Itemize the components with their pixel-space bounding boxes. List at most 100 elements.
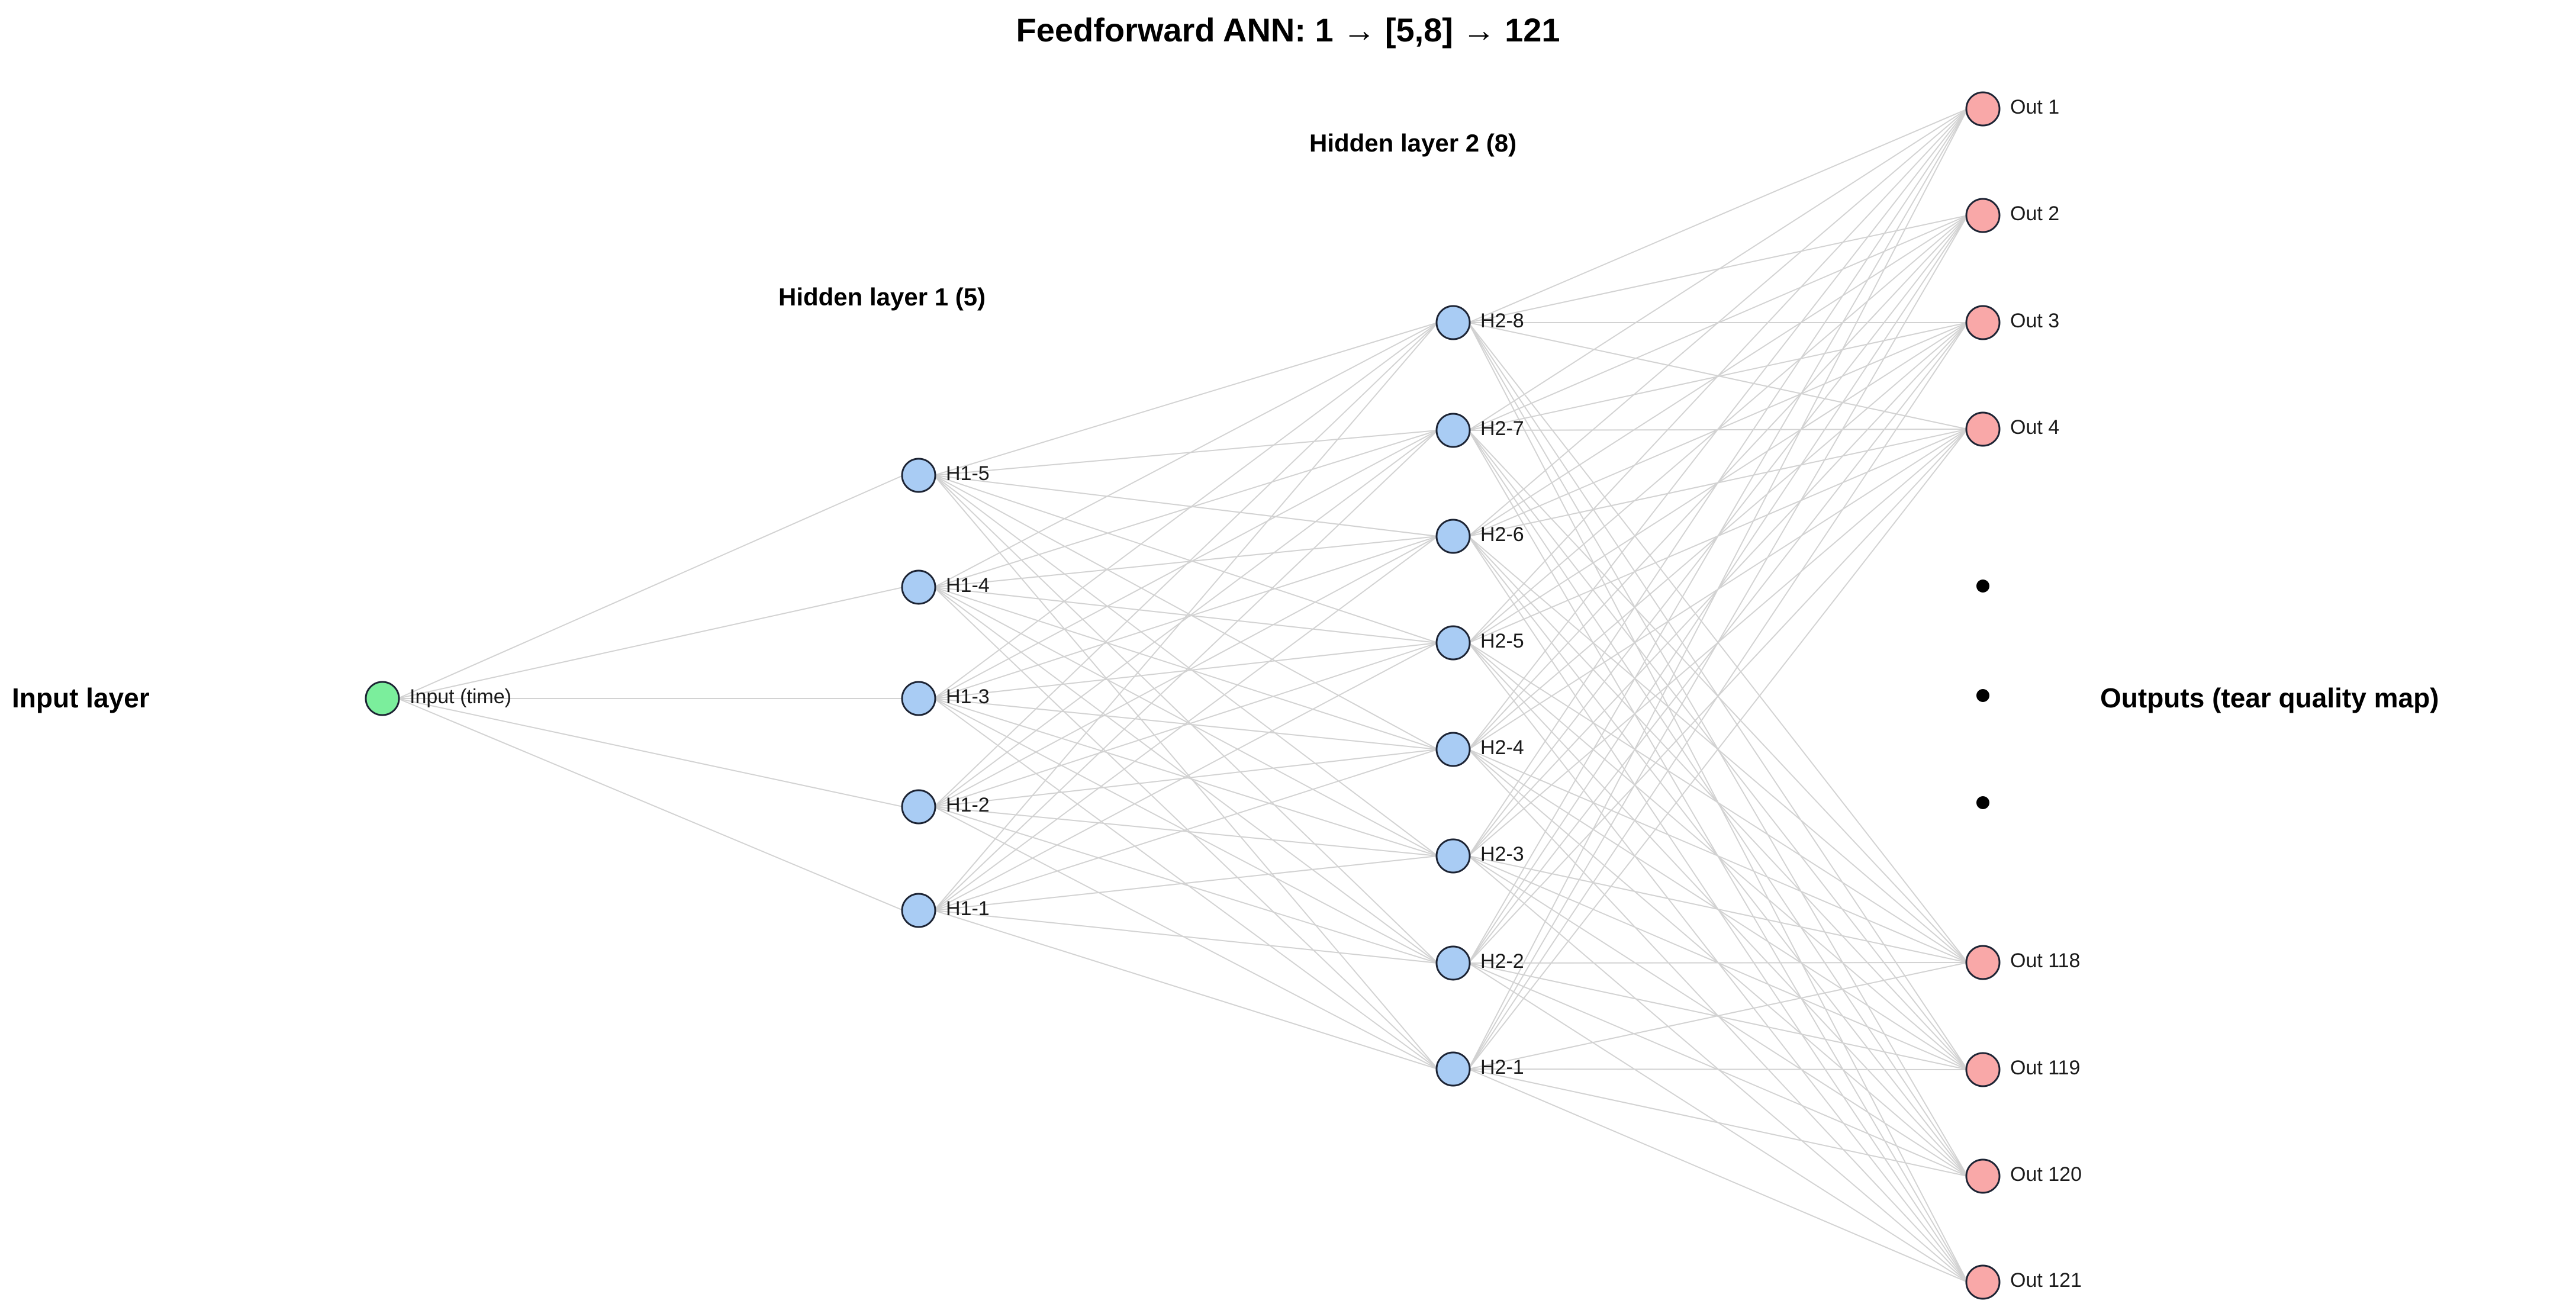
edge (933, 855, 1438, 911)
edge (1468, 855, 1968, 963)
nodes-group (365, 91, 2001, 1300)
edge (933, 587, 1438, 750)
edge (933, 322, 1438, 476)
node-hidden2-5[interactable] (1435, 732, 1471, 767)
node-hidden1-4[interactable] (901, 789, 936, 825)
node-label-h1-4: H1-4 (946, 574, 990, 597)
node-label-h1-2: H1-2 (946, 794, 990, 816)
edge (933, 536, 1438, 807)
node-hidden1-2[interactable] (901, 569, 936, 605)
edge (933, 806, 1438, 1070)
node-label-out-3: Out 3 (2010, 310, 2060, 332)
edge (933, 322, 1438, 911)
node-label-h2-3: H2-3 (1480, 843, 1524, 865)
edge (933, 430, 1438, 588)
edge (933, 536, 1438, 588)
node-hidden2-8[interactable] (1435, 1051, 1471, 1087)
node-output-5[interactable] (1965, 945, 2001, 980)
node-label-h2-5: H2-5 (1480, 630, 1524, 652)
node-hidden2-6[interactable] (1435, 838, 1471, 874)
hidden-layer-1-caption: Hidden layer 1 (5) (778, 283, 986, 311)
edge (933, 587, 1438, 1070)
edge (933, 322, 1438, 807)
node-hidden2-4[interactable] (1435, 625, 1471, 661)
edge (1468, 1068, 1968, 1283)
node-input-1[interactable] (365, 681, 400, 716)
edge (933, 475, 1438, 643)
node-output-1[interactable] (1965, 91, 2001, 127)
node-label-out-119: Out 119 (2010, 1057, 2081, 1079)
input-layer-label: Input layer (12, 683, 150, 713)
edge (933, 910, 1438, 1070)
node-hidden1-5[interactable] (901, 893, 936, 928)
edge (933, 749, 1438, 911)
node-output-4[interactable] (1965, 411, 2001, 447)
node-label-h2-4: H2-4 (1480, 736, 1524, 759)
edge (933, 475, 1438, 750)
node-label-out-121: Out 121 (2010, 1269, 2082, 1292)
edge (1468, 429, 1968, 1070)
edge (397, 698, 904, 911)
edge (1468, 1068, 1968, 1070)
ellipsis-dot-3 (1976, 796, 1989, 809)
edge (397, 587, 904, 699)
node-label-out-4: Out 4 (2010, 416, 2060, 439)
outputs-label: Outputs (tear quality map) (2100, 683, 2439, 713)
node-hidden2-3[interactable] (1435, 519, 1471, 554)
edge (933, 475, 1438, 964)
node-hidden1-3[interactable] (901, 681, 936, 716)
edge (933, 806, 1438, 964)
edge (1468, 108, 1968, 643)
node-label-h1-1: H1-1 (946, 897, 990, 920)
edge (933, 322, 1438, 588)
edge (1468, 962, 1968, 964)
node-hidden2-2[interactable] (1435, 413, 1471, 448)
node-label-out-1: Out 1 (2010, 96, 2060, 118)
edge (1468, 108, 1968, 1070)
edge (1468, 108, 1968, 857)
node-output-8[interactable] (1965, 1264, 2001, 1300)
edge (933, 430, 1438, 476)
node-output-2[interactable] (1965, 198, 2001, 233)
node-hidden2-1[interactable] (1435, 305, 1471, 340)
edge (933, 910, 1438, 964)
node-hidden1-1[interactable] (901, 458, 936, 493)
edge (1468, 642, 1968, 963)
ellipsis-dot-2 (1976, 689, 1989, 702)
edge (933, 475, 1438, 1070)
edge (933, 430, 1438, 911)
node-label-input-time: Input (time) (410, 685, 511, 708)
edge (933, 475, 1438, 857)
node-output-6[interactable] (1965, 1052, 2001, 1087)
edge (1468, 215, 1968, 1070)
edge (933, 642, 1438, 911)
edge (1468, 962, 1968, 1070)
node-output-3[interactable] (1965, 305, 2001, 340)
edge (397, 475, 904, 699)
edge (933, 430, 1438, 807)
edge (933, 587, 1438, 964)
node-label-h1-5: H1-5 (946, 462, 990, 485)
node-label-h2-1: H2-1 (1480, 1056, 1524, 1079)
node-label-h2-6: H2-6 (1480, 523, 1524, 546)
edge (1468, 108, 1968, 537)
page-title: Feedforward ANN: 1 → [5,8] → 121 (1016, 11, 1560, 49)
edge (1468, 322, 1968, 1070)
edge (1468, 1068, 1968, 1177)
edge (933, 806, 1438, 857)
node-label-out-118: Out 118 (2010, 949, 2081, 972)
edge (933, 475, 1438, 537)
node-label-h1-3: H1-3 (946, 685, 990, 708)
edge (933, 587, 1438, 857)
edge (1468, 749, 1968, 963)
node-output-7[interactable] (1965, 1158, 2001, 1194)
edge (397, 698, 904, 807)
edge (1468, 108, 1968, 431)
node-label-h2-2: H2-2 (1480, 950, 1524, 973)
edge (933, 322, 1438, 699)
edge (933, 642, 1438, 807)
node-hidden2-7[interactable] (1435, 945, 1471, 981)
edge (933, 536, 1438, 911)
